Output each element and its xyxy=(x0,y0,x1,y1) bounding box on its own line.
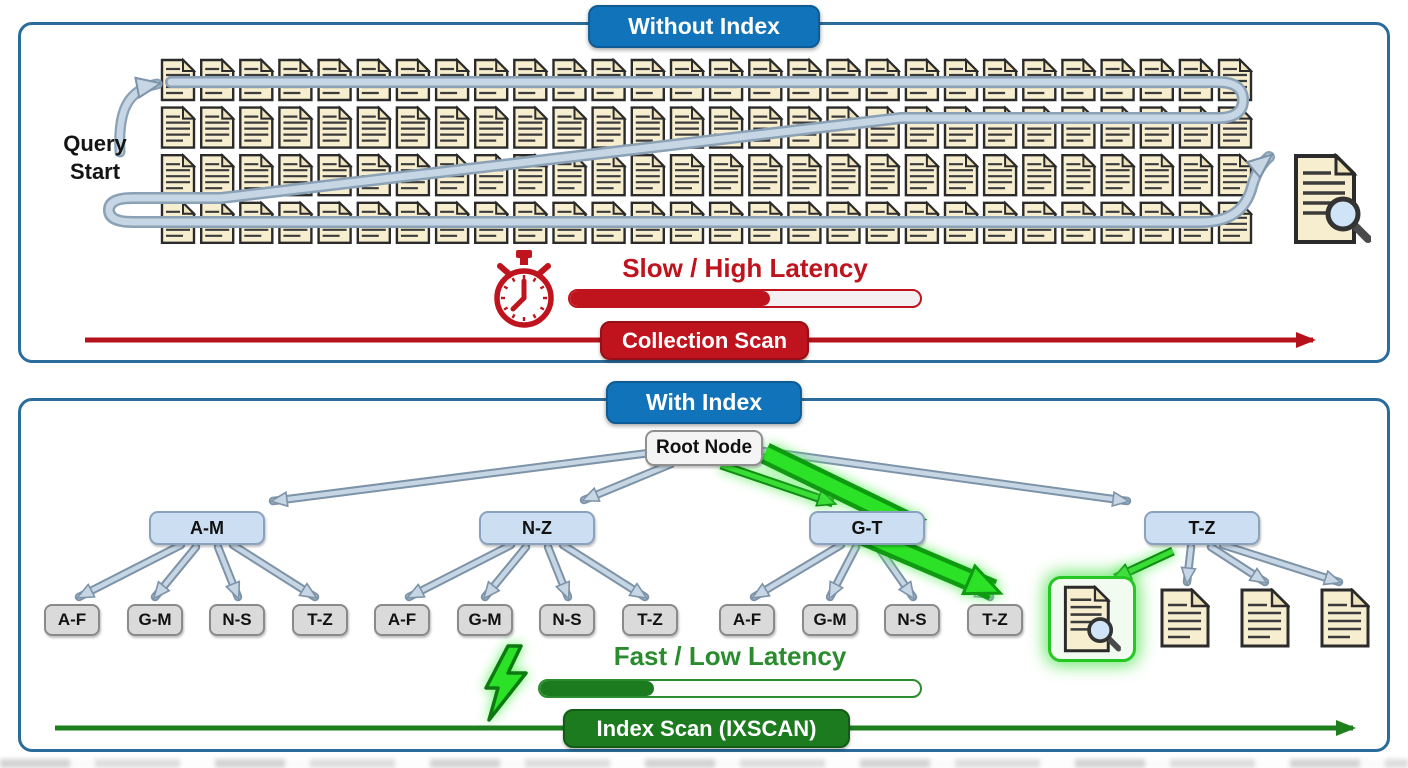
tree-node-level2: G-T xyxy=(809,511,925,545)
document-icon xyxy=(1178,153,1214,197)
document-icon xyxy=(826,153,861,197)
cropped-watermark xyxy=(0,759,1408,768)
leaf-node: N-S xyxy=(884,604,940,636)
collection-scan-badge: Collection Scan xyxy=(600,321,809,360)
document-icon xyxy=(356,106,391,149)
document-icon xyxy=(1139,153,1175,197)
document-icon xyxy=(199,106,235,149)
fast-latency-label: Fast / Low Latency xyxy=(613,641,847,671)
slow-progress-bar xyxy=(568,289,922,308)
document-icon xyxy=(160,153,196,197)
tree-node-level2: T-Z xyxy=(1144,511,1260,545)
index-lookup-arrows xyxy=(719,460,1175,583)
leaf-node: A-F xyxy=(719,604,775,636)
document-icon xyxy=(395,106,431,149)
without-index-graphics xyxy=(85,58,1387,348)
tree-node-root: Root Node xyxy=(645,430,763,466)
document-icon xyxy=(474,106,509,149)
leaf-node: G-M xyxy=(802,604,858,636)
leaf-node: T-Z xyxy=(622,604,678,636)
document-icon xyxy=(1022,153,1057,197)
document-icon xyxy=(904,153,940,197)
leaf-node: G-M xyxy=(457,604,513,636)
with-index-title-badge: With Index xyxy=(605,381,803,424)
tree-node-level2: A-M xyxy=(149,511,265,545)
slow-progress-fill xyxy=(570,291,770,306)
index-scan-badge: Index Scan (IXSCAN) xyxy=(563,709,850,748)
document-icon xyxy=(1061,153,1096,197)
document-icon xyxy=(199,153,235,197)
leaf-node: G-M xyxy=(127,604,183,636)
without-index-panel: Without Index Query Start Slow / High La… xyxy=(18,5,1390,363)
document-icon xyxy=(317,106,352,149)
query-start-line1: Query xyxy=(63,131,127,156)
slow-latency-label: Slow / High Latency xyxy=(622,253,868,283)
document-icon xyxy=(708,153,744,197)
scan-path-arrow xyxy=(103,76,1275,228)
found-document-highlight xyxy=(1048,576,1136,662)
btree-nodes: Root Node A-M N-Z G-T T-Z A-F G-M N-S T-Z A-F G-M… xyxy=(21,401,1387,749)
document-icon xyxy=(982,153,1018,197)
leaf-node: T-Z xyxy=(292,604,348,636)
document-icon xyxy=(943,153,979,197)
leaf-node: N-S xyxy=(539,604,595,636)
document-icon xyxy=(787,153,822,197)
document-icon xyxy=(1100,153,1135,197)
lightning-bolt-icon xyxy=(484,644,528,722)
document-icon xyxy=(239,106,274,149)
tree-edges xyxy=(74,446,1344,602)
document-icon xyxy=(669,153,705,197)
leaf-node: A-F xyxy=(374,604,430,636)
document-icon xyxy=(591,106,626,149)
fast-progress-bar xyxy=(538,679,922,698)
leaf-node: T-Z xyxy=(967,604,1023,636)
leaf-node: N-S xyxy=(209,604,265,636)
magnifier-document-icon xyxy=(1063,585,1121,653)
document-icon xyxy=(278,106,313,149)
stopwatch-icon xyxy=(494,250,554,328)
document-icon xyxy=(513,106,548,149)
leaf-node: A-F xyxy=(44,604,100,636)
without-index-title-badge: Without Index xyxy=(588,5,820,48)
document-icon xyxy=(630,153,665,197)
document-icon xyxy=(748,153,783,197)
query-start-line2: Start xyxy=(69,158,121,184)
fast-progress-fill xyxy=(540,681,654,696)
magnifier-document-icon xyxy=(1296,156,1368,242)
document-icon xyxy=(591,153,626,197)
with-index-panel: With Index Root Node A-M N-Z G-T T-Z A-F G-M N… xyxy=(18,381,1390,752)
tree-node-level2: N-Z xyxy=(479,511,595,545)
document-icon xyxy=(552,106,587,149)
document-icon xyxy=(865,153,900,197)
document-icon xyxy=(434,106,470,149)
document-icon xyxy=(160,106,196,149)
query-start-label: Query Start xyxy=(39,130,151,185)
